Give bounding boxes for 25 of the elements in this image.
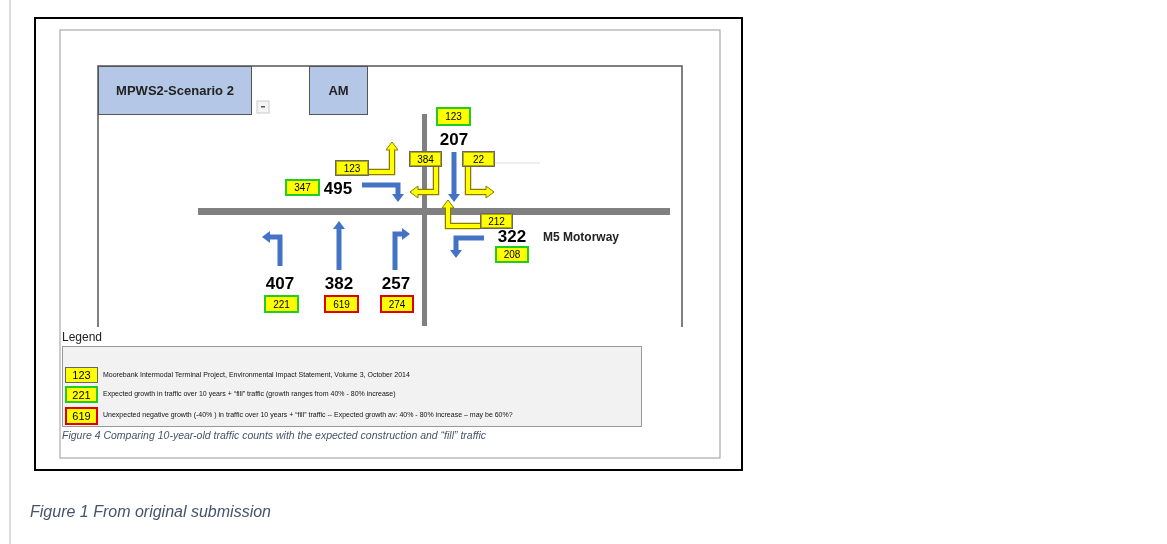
traffic-count: 257: [381, 274, 411, 294]
count-box: 123: [335, 160, 369, 176]
count-box: 123: [436, 107, 471, 126]
count-box: 208: [495, 246, 529, 263]
count-box: 22: [462, 151, 495, 167]
traffic-count: 495: [323, 179, 353, 199]
count-box: 274: [380, 295, 414, 313]
count-box: 221: [65, 386, 98, 403]
count-box: 347: [285, 179, 320, 196]
figure-caption: Figure 1 From original submission: [30, 503, 271, 521]
count-box: 123: [65, 367, 98, 383]
legend-heading: Legend: [62, 330, 103, 344]
traffic-count: 207: [439, 130, 469, 150]
count-box: 212: [480, 213, 513, 229]
traffic-count: 322: [497, 227, 527, 247]
count-box: 619: [324, 295, 359, 313]
count-box: 619: [65, 407, 98, 425]
count-box: 221: [264, 295, 299, 313]
traffic-count: 407: [265, 274, 295, 294]
traffic-count: 382: [324, 274, 354, 294]
road-name: M5 Motorway: [543, 230, 619, 244]
count-box: 384: [409, 151, 442, 167]
figure-caption: Figure 4 Comparing 10-year-old traffic counts with the expected construction and “fill” traffic: [62, 429, 487, 441]
header-box: MPWS2-Scenario 2: [98, 66, 252, 115]
header-box: AM: [309, 66, 368, 115]
